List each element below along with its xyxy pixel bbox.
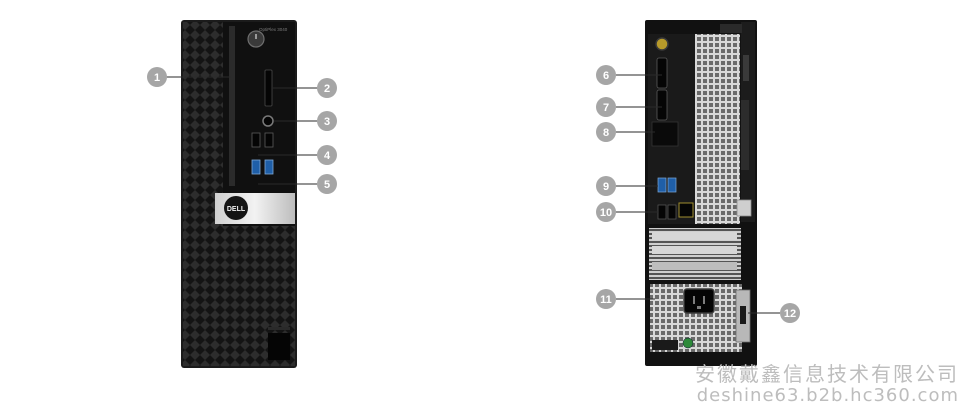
ethernet-port-icon xyxy=(678,202,694,218)
usb3-port-icon xyxy=(657,177,667,193)
callout-badge xyxy=(780,303,800,323)
line-out-icon xyxy=(655,37,669,51)
callout-badge xyxy=(317,174,337,194)
front-view: OptiPlex 3040 DELL xyxy=(181,20,297,368)
callout-number: 12 xyxy=(784,308,796,320)
callout-number: 11 xyxy=(600,294,612,306)
rear-vent-grille xyxy=(695,34,740,224)
callouts: 1 2 3 4 5 6 7 8 9 10 11 12 xyxy=(147,65,800,323)
sd-card-reader-icon xyxy=(264,69,273,107)
callout-number: 1 xyxy=(154,72,160,84)
callout-number: 2 xyxy=(324,83,330,95)
displayport-icon xyxy=(656,57,668,89)
watermark-url: deshine63.b2b.hc360.com xyxy=(696,385,959,406)
callout-badge xyxy=(596,97,616,117)
vga-port-cover-icon xyxy=(651,121,679,147)
callout-number: 3 xyxy=(324,116,330,128)
headset-jack-icon xyxy=(262,115,274,127)
security-slot-icon xyxy=(736,199,752,217)
callout-number: 6 xyxy=(603,70,609,82)
rear-view xyxy=(645,20,757,366)
dell-logo-text: DELL xyxy=(227,206,246,213)
front-foot-block xyxy=(268,333,290,360)
usb2-port-icon xyxy=(667,204,677,220)
model-label: OptiPlex 3040 xyxy=(259,27,288,32)
callout-badge xyxy=(317,78,337,98)
usb2-port-icon xyxy=(657,204,667,220)
callout-badge xyxy=(596,289,616,309)
hdmi-port-icon xyxy=(656,89,668,121)
callout-number: 10 xyxy=(600,207,612,219)
callout-number: 4 xyxy=(324,150,331,162)
callout-badge xyxy=(317,145,337,165)
callout-badge xyxy=(317,111,337,131)
optical-drive-slot xyxy=(229,26,235,186)
callout-badge xyxy=(596,202,616,222)
watermark-company: 安徽戴鑫信息技术有限公司 xyxy=(695,362,959,386)
callout-number: 7 xyxy=(603,102,609,114)
usb3-port-icon xyxy=(264,159,274,175)
power-connector-icon xyxy=(683,288,715,314)
callout-badge xyxy=(596,122,616,142)
usb3-port-icon xyxy=(251,159,261,175)
dell-logo-icon xyxy=(224,196,248,220)
callout-badge xyxy=(596,176,616,196)
callout-number: 5 xyxy=(324,179,330,191)
callout-number: 8 xyxy=(603,127,609,139)
usb2-port-icon xyxy=(251,132,261,148)
callout-badge xyxy=(596,65,616,85)
psu-diagnostic-light-icon xyxy=(682,337,694,349)
usb3-port-icon xyxy=(667,177,677,193)
usb2-port-icon xyxy=(264,132,274,148)
callout-badge xyxy=(147,67,167,87)
callout-number: 9 xyxy=(603,181,609,193)
padlock-ring-icon xyxy=(743,55,749,81)
